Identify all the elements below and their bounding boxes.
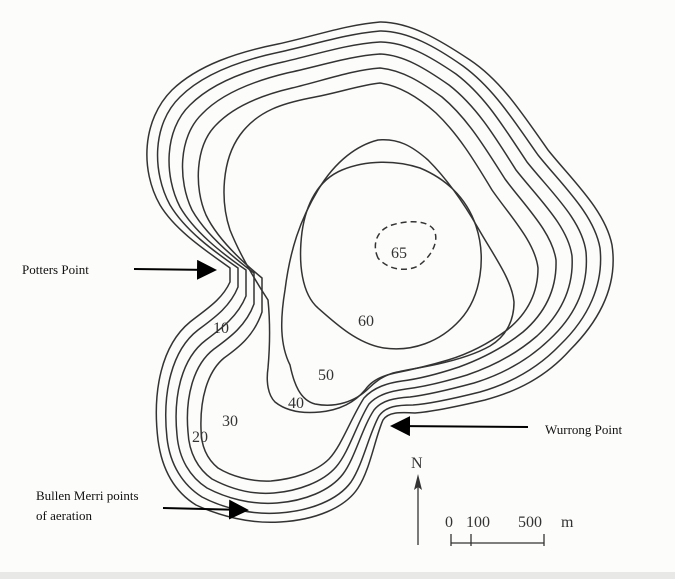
depth-label-50: 50 [318,367,334,384]
contour-65 [374,220,437,271]
contour-40 [223,82,539,414]
wurrong-point-label: Wurrong Point [545,422,622,437]
contour-30 [197,67,557,482]
contour-20 [181,53,573,495]
wurrong-point-arrow [390,416,529,437]
north-arrow-icon [414,474,422,490]
contour-shoreline [146,21,614,524]
contour-10 [168,41,588,505]
north-label: N [411,455,423,472]
contour-50 [280,138,515,406]
depth-label-10: 10 [213,320,229,337]
depth-label-40: 40 [288,395,304,412]
contour-5 [156,30,602,515]
bullen-merri-label-line2: of aeration [36,508,92,523]
depth-label-20: 20 [192,429,208,446]
depth-label-60: 60 [358,313,374,330]
depth-label-30: 30 [222,413,238,430]
bullen-merri-arrow [162,499,249,520]
scale-bar [450,534,545,546]
scale-label-100: 100 [466,514,490,531]
bottom-band [0,572,675,579]
scale-label-500: 500 [518,514,542,531]
potters-point-arrow [133,259,217,280]
scale-label-0: 0 [445,514,453,531]
contour-60 [299,161,482,350]
depth-label-65: 65 [391,245,407,262]
bullen-merri-label-line1: Bullen Merri points [36,488,139,503]
scale-unit: m [561,514,574,531]
potters-point-label: Potters Point [22,262,89,277]
